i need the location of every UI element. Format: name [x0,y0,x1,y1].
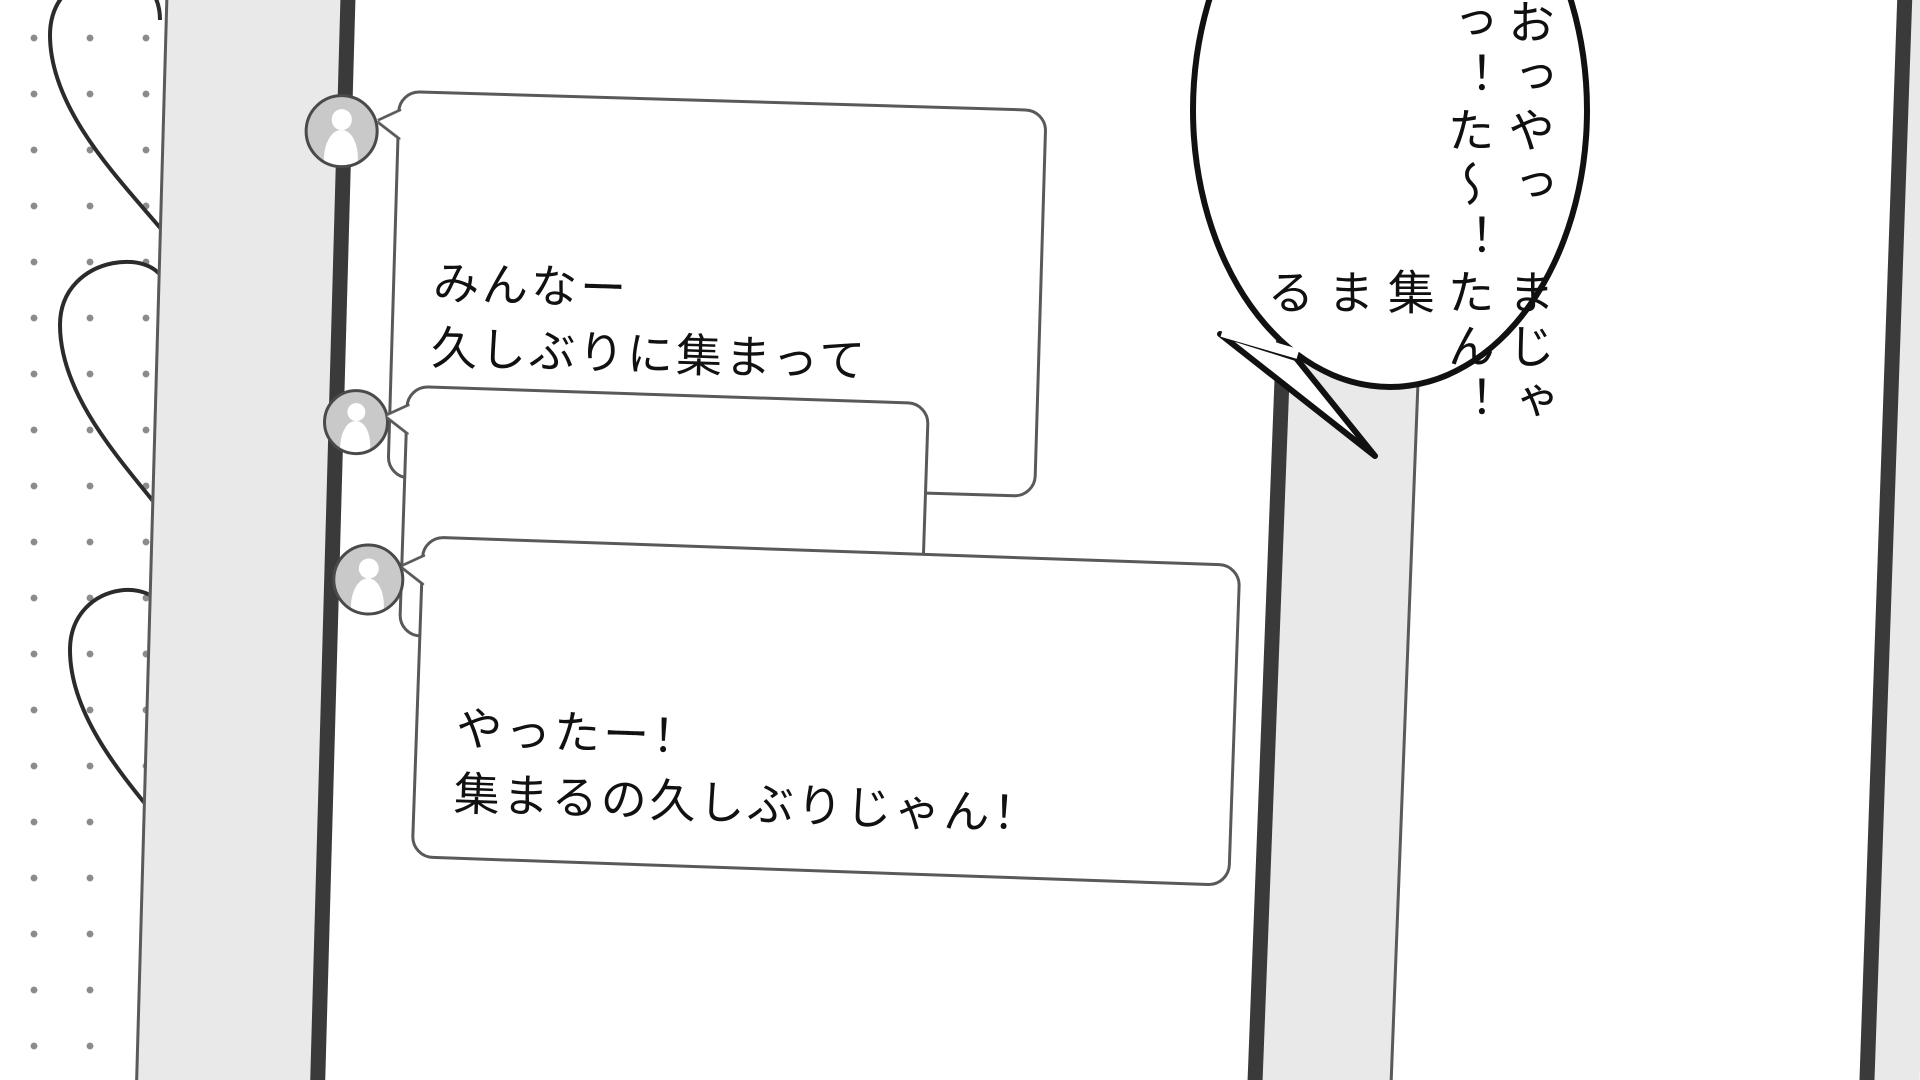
speech-column: また集まる [1258,268,1554,322]
bubble-tail-icon [378,110,402,138]
person-avatar-icon[interactable] [303,93,380,170]
speech-balloon-tail-icon [1217,328,1378,459]
person-avatar-icon[interactable] [321,388,391,457]
speech-column: やった〜！ [1438,106,1554,268]
speech-column: おっっ！ [1438,0,1554,106]
speech-column: じゃん！ [1438,322,1554,430]
bubble-tail-icon [386,405,410,433]
speech-balloon: おっっ！ やった〜！ また集まる じゃん！ [1190,0,1590,459]
chat-message-text: やったー！ 集まるの久しぶりじゃん！ [452,701,1043,842]
bubble-tail-icon [402,555,426,584]
chat-bubble[interactable]: やったー！ 集まるの久しぶりじゃん！ [402,535,1242,887]
chat-message-row[interactable]: やったー！ 集まるの久しぶりじゃん！ [323,532,1242,887]
speech-balloon-text: おっっ！ やった〜！ また集まる じゃん！ [1190,0,1590,430]
chat-thread: みんなー 久しぶりに集まって BBQをしよー！ 集まろうぜー！ やったー！ 集ま… [303,89,1242,887]
panel-border-far-right [1857,0,1920,1080]
person-avatar-icon[interactable] [331,542,406,617]
